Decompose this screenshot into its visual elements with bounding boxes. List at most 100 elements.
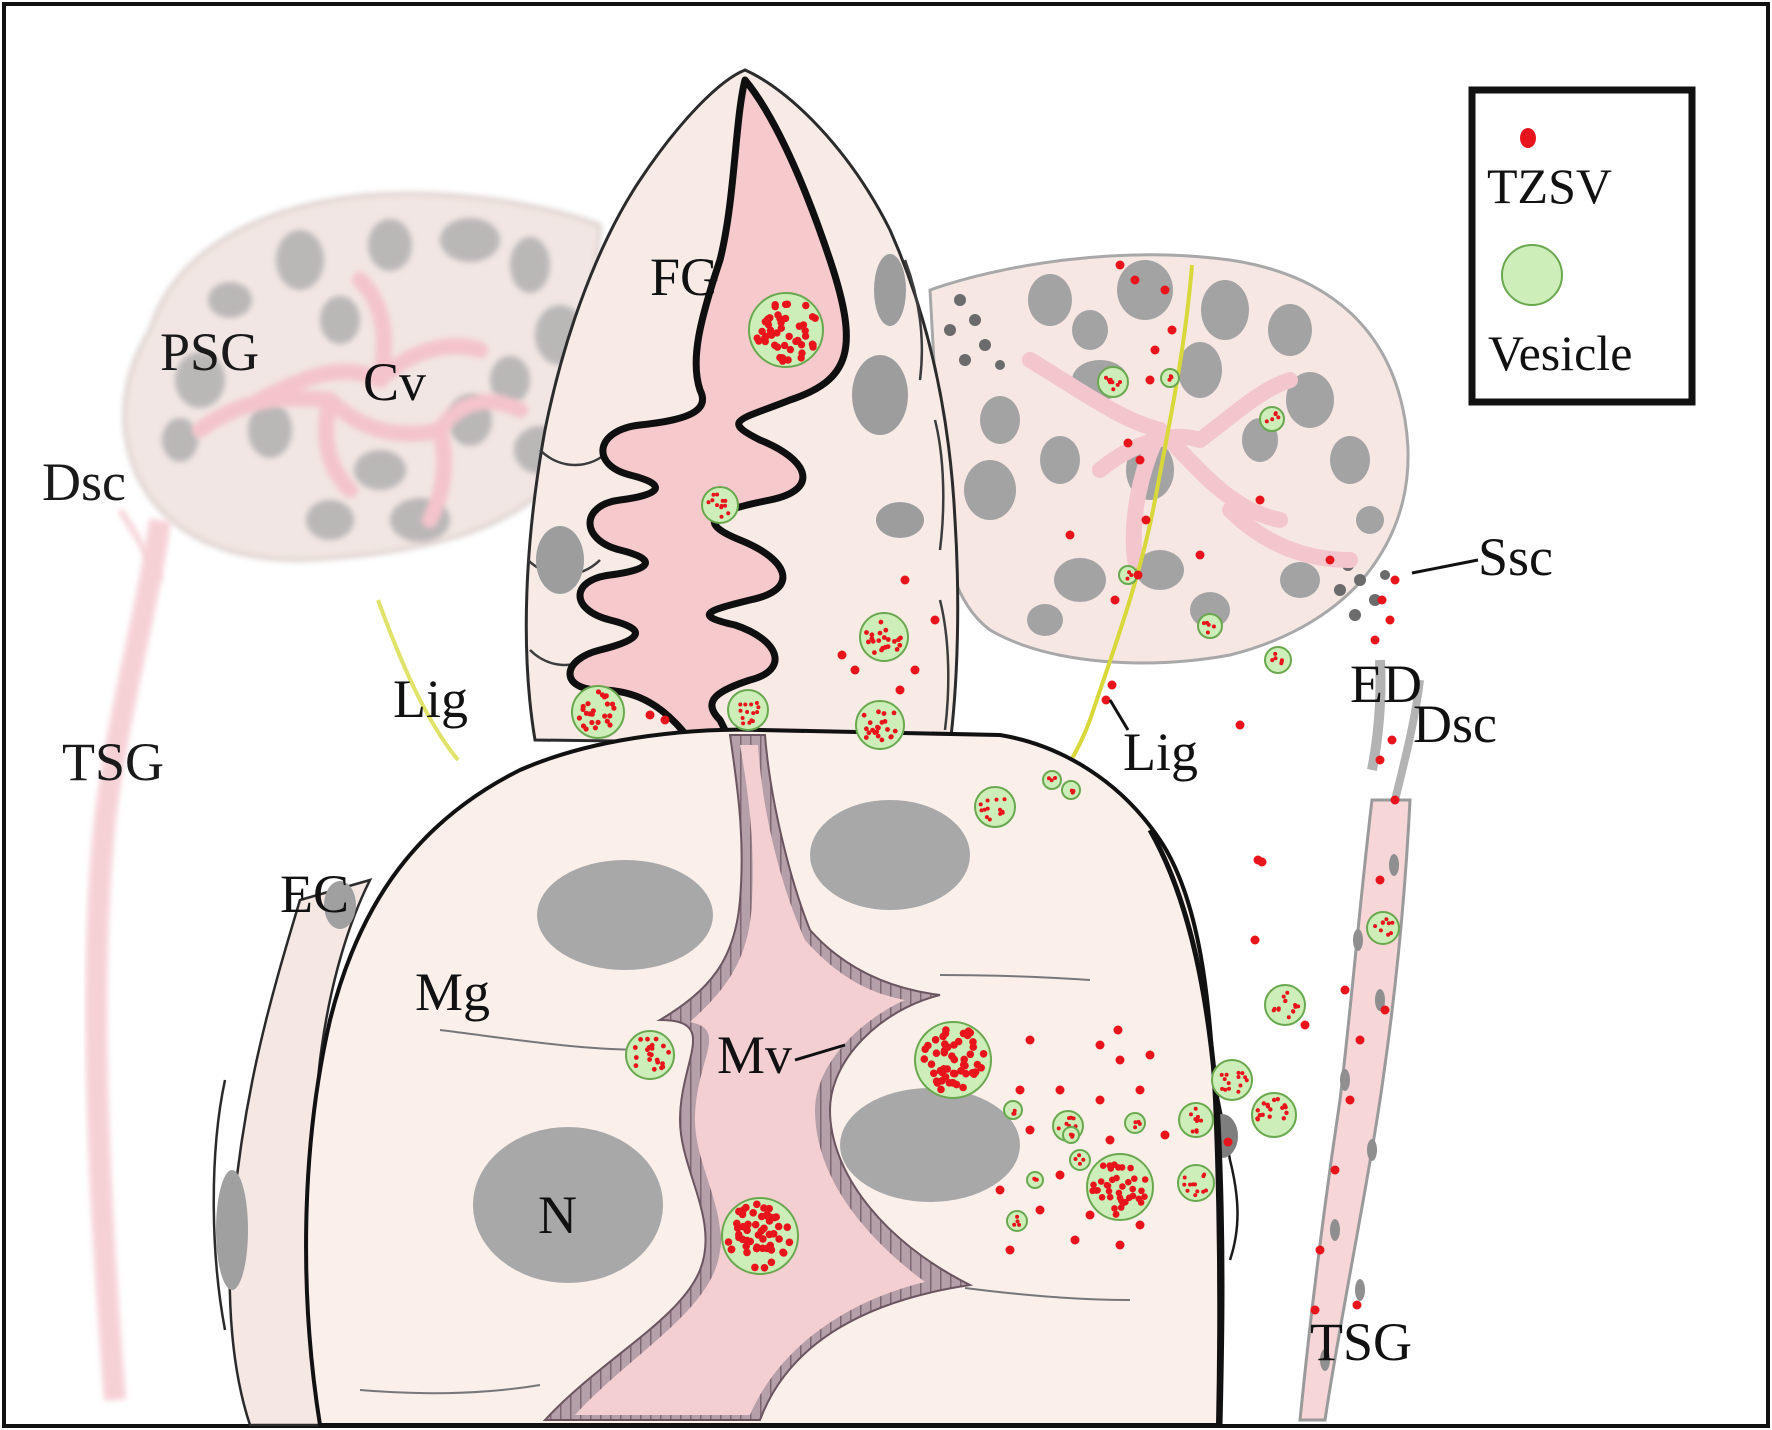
label-lig-right: Lig xyxy=(1123,722,1198,782)
tzsv-particle xyxy=(1377,595,1387,605)
tzsv-particle xyxy=(1025,1125,1035,1135)
label-dsc-right: Dsc xyxy=(1413,694,1497,754)
vesicle xyxy=(1069,1149,1091,1171)
tzsv-particle xyxy=(1330,1165,1340,1175)
midgut-lumen xyxy=(575,745,925,1415)
tzsv-particle xyxy=(1250,935,1260,945)
tzsv-particle xyxy=(837,650,847,660)
tzsv-particle xyxy=(1135,1220,1145,1230)
label-n: N xyxy=(538,1185,577,1245)
tzsv-particle xyxy=(1085,1210,1095,1220)
vesicle xyxy=(914,1021,992,1099)
nucleus-3 xyxy=(840,1088,1020,1202)
vesicle xyxy=(855,700,905,750)
tzsv-particle xyxy=(1380,1005,1390,1015)
vesicle xyxy=(1086,1153,1154,1221)
mv-leader-line xyxy=(794,1043,846,1062)
labels: FG PSG Cv Dsc TSG Lig Lig EC Mg Mv N Ssc… xyxy=(42,247,1553,1372)
tubular-salivary-gland-right xyxy=(1298,798,1412,1422)
label-cv: Cv xyxy=(363,352,426,412)
vesicle xyxy=(1160,368,1180,388)
tzsv-particle xyxy=(1110,595,1120,605)
vesicle xyxy=(571,685,625,739)
tzsv-particle xyxy=(660,715,670,725)
vesicle xyxy=(1366,911,1400,945)
vesicle xyxy=(1259,406,1285,432)
leader-lines xyxy=(794,558,1479,1062)
tzsv-particle xyxy=(1150,345,1160,355)
tzsv-particle xyxy=(1325,555,1335,565)
legend-box xyxy=(1468,86,1696,406)
tzsv-particle xyxy=(1115,1240,1125,1250)
vesicle xyxy=(1211,1059,1253,1101)
tzsv-particle xyxy=(910,665,920,675)
tzsv-particle xyxy=(1115,260,1125,270)
tzsv-particle xyxy=(930,615,940,625)
tzsv-particle xyxy=(1095,1040,1105,1050)
tzsv-particle xyxy=(645,710,655,720)
label-ed: ED xyxy=(1350,654,1422,714)
vesicle xyxy=(1006,1210,1028,1232)
vesicle xyxy=(1178,1102,1214,1138)
tzsv-particle xyxy=(1065,530,1075,540)
vesicle xyxy=(1177,1164,1215,1202)
tzsv-particle xyxy=(1340,985,1350,995)
legend: TZSV Vesicle xyxy=(1468,86,1696,406)
legend-tzsv-dot xyxy=(1520,128,1536,148)
tzsv-particle xyxy=(1135,1085,1145,1095)
vesicle xyxy=(625,1030,675,1080)
tzsv-particle xyxy=(1095,1095,1105,1105)
tzsv-particle xyxy=(1235,720,1245,730)
principal-salivary-gland-right xyxy=(928,253,1410,792)
tzsv-particle xyxy=(1355,1035,1365,1045)
tzsv-particle xyxy=(1390,575,1400,585)
vesicle xyxy=(1062,1126,1080,1144)
label-mv: Mv xyxy=(717,1025,792,1085)
lig-leader-line xyxy=(1108,699,1130,731)
nucleus-2 xyxy=(810,800,970,910)
tzsv-particle xyxy=(1113,1025,1123,1035)
tzsv-particle xyxy=(1145,375,1155,385)
tzsv-particle xyxy=(895,685,905,695)
tzsv-particle xyxy=(1133,570,1143,580)
vesicle xyxy=(974,786,1016,828)
tzsv-particle xyxy=(1195,550,1205,560)
vesicle xyxy=(1097,366,1129,398)
legend-vesicle-circle xyxy=(1501,244,1563,306)
vesicle xyxy=(1061,780,1081,800)
tzsv-particle xyxy=(1025,1035,1035,1045)
tzsv-particle xyxy=(1300,1020,1310,1030)
midgut xyxy=(212,727,1239,1427)
tzsv-particle xyxy=(1123,438,1133,448)
nucleus-1 xyxy=(537,860,713,970)
tzsv-particle xyxy=(1070,1235,1080,1245)
tzsv-particle xyxy=(1107,680,1117,690)
tzsv-particle xyxy=(1145,1050,1155,1060)
tzsv-particle xyxy=(1315,1245,1325,1255)
tzsv-particle xyxy=(1345,1095,1355,1105)
tzsv-particle xyxy=(1105,1135,1115,1145)
tzsv-particle xyxy=(995,1185,1005,1195)
tzsv-particle xyxy=(1255,495,1265,505)
vesicle xyxy=(748,292,824,368)
vesicle xyxy=(1264,646,1292,674)
vesicle xyxy=(859,612,909,662)
tzsv-particle xyxy=(1385,615,1395,625)
foregut xyxy=(524,68,960,747)
foregut-lumen xyxy=(566,76,850,744)
tzsv-particle xyxy=(1135,455,1145,465)
tzsv-particle xyxy=(1375,755,1385,765)
label-ssc: Ssc xyxy=(1478,527,1553,587)
vesicle xyxy=(1026,1171,1044,1189)
tzsv-particle xyxy=(1101,695,1111,705)
label-tsg-right: TSG xyxy=(1310,1312,1412,1372)
nucleus-N xyxy=(473,1127,663,1283)
legend-vesicle-label: Vesicle xyxy=(1488,325,1632,381)
tzsv-particle xyxy=(1015,1085,1025,1095)
tzsv-particle xyxy=(1370,635,1380,645)
vesicle-group xyxy=(571,292,1400,1275)
label-tsg-left: TSG xyxy=(62,732,164,792)
tzsv-particle xyxy=(1375,875,1385,885)
vesicle xyxy=(1042,770,1062,790)
